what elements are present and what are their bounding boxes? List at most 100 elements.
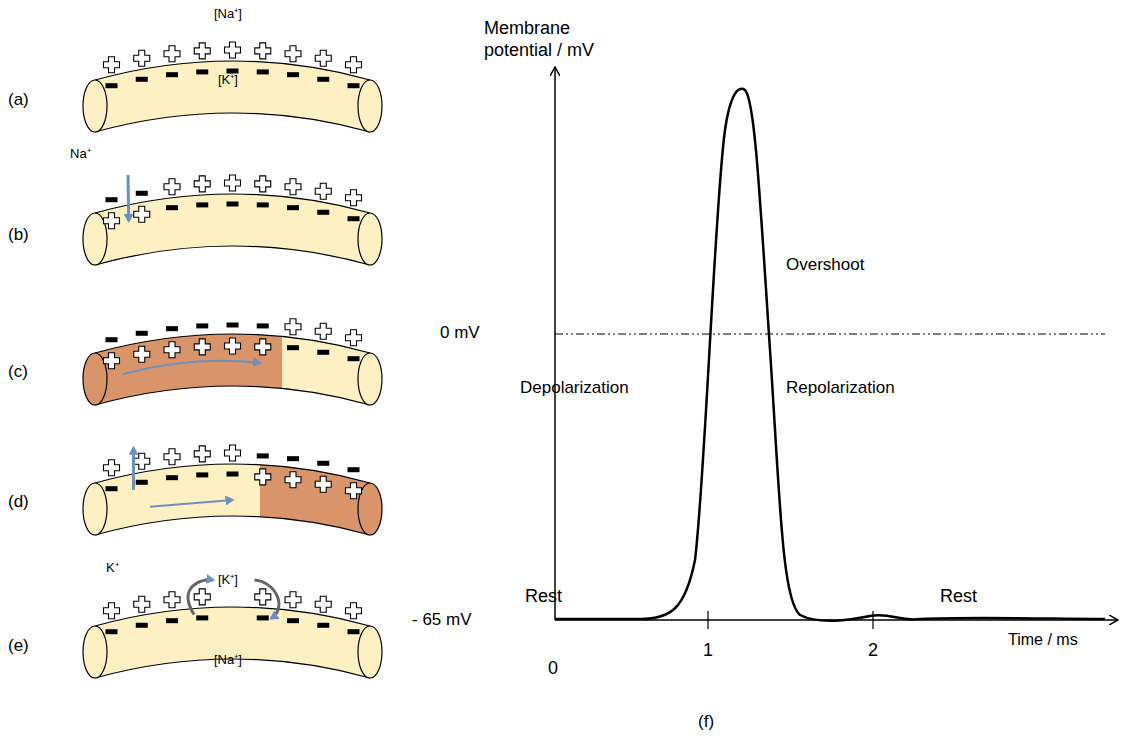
positive-charge [164,449,180,465]
negative-charge [136,191,148,196]
positive-charge [104,460,120,476]
positive-charge [315,183,331,199]
negative-charge [166,326,178,331]
positive-charge [194,446,210,462]
positive-charge [255,176,271,192]
panel-letter: (c) [8,362,28,382]
axon-drawings [83,42,382,678]
negative-charge [136,77,148,82]
negative-charge [317,210,329,215]
negative-charge [196,202,208,207]
positive-charge [225,338,241,354]
pump-arrow [255,580,279,618]
current-arrow [123,361,261,374]
axon-region [95,464,370,535]
positive-charge [134,453,150,469]
positive-charge [134,50,150,66]
axon-end [358,353,382,405]
negative-charge [196,615,208,620]
positive-charge [104,213,120,229]
positive-charge [255,43,271,59]
negative-charge [227,472,239,477]
axon-end [83,483,107,535]
axon-end [358,213,382,265]
axon-region [95,607,370,678]
axis-value: 0 mV [440,323,480,343]
negative-charge [196,323,208,328]
positive-charge [164,342,180,358]
ion-label: [K⁺] [218,72,238,88]
region-label: Rest [940,586,977,608]
negative-charge [166,475,178,480]
positive-charge [134,346,150,362]
negative-charge [106,83,118,88]
axon-membrane [95,334,370,405]
negative-charge [166,72,178,77]
negative-charge [348,467,360,472]
negative-charge [196,69,208,74]
positive-charge [346,190,362,206]
negative-charge [136,480,148,485]
positive-charge [255,339,271,355]
positive-charge [104,603,120,619]
negative-charge [287,456,299,461]
positive-charge [164,46,180,62]
negative-charge [106,197,118,202]
positive-charge [346,330,362,346]
region-label: Depolarization [520,378,629,398]
negative-charge [136,331,148,336]
ion-label: K⁺ [106,560,119,576]
action-potential-curve [555,89,1105,621]
region-label: Rest [525,586,562,608]
axon-region [95,334,282,405]
panel-letter: (b) [8,225,29,245]
axon-end [83,626,107,678]
negative-charge [166,618,178,623]
tick-label: 2 [868,640,878,662]
positive-charge [315,596,331,612]
positive-charge [346,603,362,619]
negative-charge [287,72,299,77]
negative-charge [227,202,239,207]
region-label: Repolarization [786,378,895,398]
negative-charge [257,69,269,74]
positive-charge [194,339,210,355]
negative-charge [106,337,118,342]
negative-charge [257,202,269,207]
tick [707,611,708,629]
positive-charge [285,179,301,195]
ion-label: [Na⁺] [214,652,242,668]
potassium-efflux-arrow [132,448,135,490]
positive-charge [225,42,241,58]
negative-charge [317,461,329,466]
axis-value: - 65 mV [412,610,472,630]
negative-charge [287,345,299,350]
positive-charge [285,319,301,335]
ion-label: [Na⁺] [214,6,242,22]
negative-charge [348,629,360,634]
positive-charge [255,469,271,485]
y-axis [554,68,556,620]
ion-label: Na⁺ [70,146,91,162]
positive-charge [134,206,150,222]
negative-charge [257,453,269,458]
panel-letter: (d) [8,492,29,512]
positive-charge [134,596,150,612]
axon-region [95,194,370,265]
axon-region [95,334,370,405]
negative-charge [287,618,299,623]
negative-charge [257,615,269,620]
negative-charge [257,323,269,328]
positive-charge [285,472,301,488]
tick-label: 1 [703,640,713,662]
negative-charge [136,623,148,628]
negative-charge [287,205,299,210]
positive-charge [104,57,120,73]
axon-membrane [95,61,370,132]
negative-charge [166,205,178,210]
pump-arrow [188,580,213,615]
positive-charge [104,353,120,369]
panel-letter: (f) [698,712,714,732]
positive-charge [164,179,180,195]
